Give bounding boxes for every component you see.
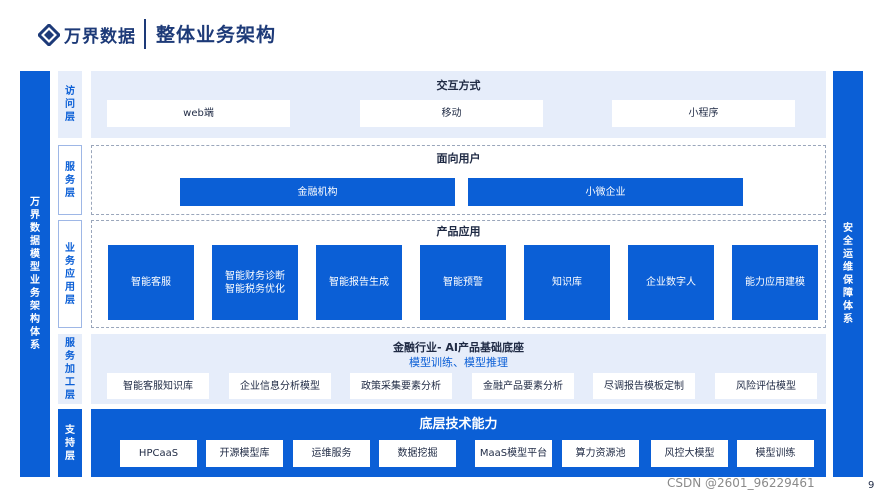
proc-item-enterprise-analysis: 企业信息分析模型 bbox=[229, 373, 331, 399]
left-system-bar-label: 万界数据模型业务架构体系 bbox=[30, 197, 40, 351]
proc-item-risk-model: 风险评估模型 bbox=[715, 373, 817, 399]
section-processing-title: 金融行业- AI产品基础底座 bbox=[392, 341, 524, 354]
access-item-miniprogram: 小程序 bbox=[612, 100, 795, 127]
access-item-mobile: 移动 bbox=[360, 100, 543, 127]
support-item-compute-pool: 算力资源池 bbox=[562, 440, 639, 467]
app-item-early-warning: 智能预警 bbox=[420, 245, 506, 320]
app-item-digital-human: 企业数字人 bbox=[628, 245, 714, 320]
support-item-model-training: 模型训练 bbox=[737, 440, 814, 467]
layer-label-service: 服务层 bbox=[58, 145, 82, 215]
header: 万界数据 整体业务架构 bbox=[0, 0, 889, 60]
proc-item-policy-analysis: 政策采集要素分析 bbox=[350, 373, 452, 399]
section-processing: 金融行业- AI产品基础底座 模型训练、模型推理 智能客服知识库 企业信息分析模… bbox=[91, 334, 826, 404]
section-service: 面向用户 金融机构 小微企业 bbox=[91, 145, 826, 215]
layer-label-processing: 服务加工层 bbox=[58, 334, 82, 404]
layer-label-processing-text: 服务加工层 bbox=[65, 337, 75, 401]
section-support-title: 底层技术能力 bbox=[419, 417, 498, 432]
support-item-open-source-models: 开源模型库 bbox=[206, 440, 283, 467]
logo: 万界数据 bbox=[38, 22, 136, 47]
logo-text: 万界数据 bbox=[64, 27, 136, 47]
page-title: 整体业务架构 bbox=[156, 24, 277, 46]
app-item-knowledge-base: 知识库 bbox=[524, 245, 610, 320]
service-item-financial-institutions: 金融机构 bbox=[180, 178, 455, 206]
layer-label-application-text: 业务应用层 bbox=[65, 242, 75, 306]
proc-item-cs-knowledge: 智能客服知识库 bbox=[107, 373, 209, 399]
support-item-maas-platform: MaaS模型平台 bbox=[475, 440, 552, 467]
app-item-finance-tax: 智能财务诊断 智能税务优化 bbox=[212, 245, 298, 320]
support-item-risk-llm: 风控大模型 bbox=[651, 440, 728, 467]
app-item-customer-service: 智能客服 bbox=[108, 245, 194, 320]
section-application: 产品应用 智能客服 智能财务诊断 智能税务优化 智能报告生成 智能预警 知识库 … bbox=[91, 220, 826, 328]
section-support: 底层技术能力 HPCaaS 开源模型库 运维服务 数据挖掘 MaaS模型平台 算… bbox=[91, 409, 826, 477]
support-item-ops-service: 运维服务 bbox=[293, 440, 370, 467]
service-item-small-business: 小微企业 bbox=[468, 178, 743, 206]
layer-label-application: 业务应用层 bbox=[58, 220, 82, 328]
support-item-hpcaas: HPCaaS bbox=[120, 440, 197, 467]
access-item-web: web端 bbox=[107, 100, 290, 127]
layer-label-access: 访问层 bbox=[58, 71, 82, 138]
right-system-bar: 安全运维保障体系 bbox=[833, 71, 863, 477]
section-processing-subtitle: 模型训练、模型推理 bbox=[409, 356, 508, 369]
layer-label-access-text: 访问层 bbox=[65, 86, 75, 123]
right-system-bar-label: 安全运维保障体系 bbox=[843, 223, 853, 325]
left-system-bar: 万界数据模型业务架构体系 bbox=[20, 71, 50, 477]
support-item-data-mining: 数据挖掘 bbox=[379, 440, 456, 467]
layer-label-support-text: 支持层 bbox=[65, 424, 75, 462]
app-item-report-generation: 智能报告生成 bbox=[316, 245, 402, 320]
page-number: 9 bbox=[868, 480, 875, 491]
proc-item-report-template: 尽调报告模板定制 bbox=[593, 373, 695, 399]
watermark: CSDN @2601_96229461 bbox=[667, 476, 815, 490]
header-divider bbox=[144, 19, 146, 49]
section-access-title: 交互方式 bbox=[436, 79, 481, 92]
layer-label-service-text: 服务层 bbox=[65, 161, 75, 199]
section-access: 交互方式 web端 移动 小程序 bbox=[91, 71, 826, 138]
logo-icon bbox=[38, 23, 60, 46]
app-item-capability-modeling: 能力应用建模 bbox=[732, 245, 818, 320]
layer-label-support: 支持层 bbox=[58, 409, 82, 477]
section-service-title: 面向用户 bbox=[436, 152, 481, 165]
proc-item-product-analysis: 金融产品要素分析 bbox=[472, 373, 574, 399]
section-application-title: 产品应用 bbox=[436, 225, 481, 238]
